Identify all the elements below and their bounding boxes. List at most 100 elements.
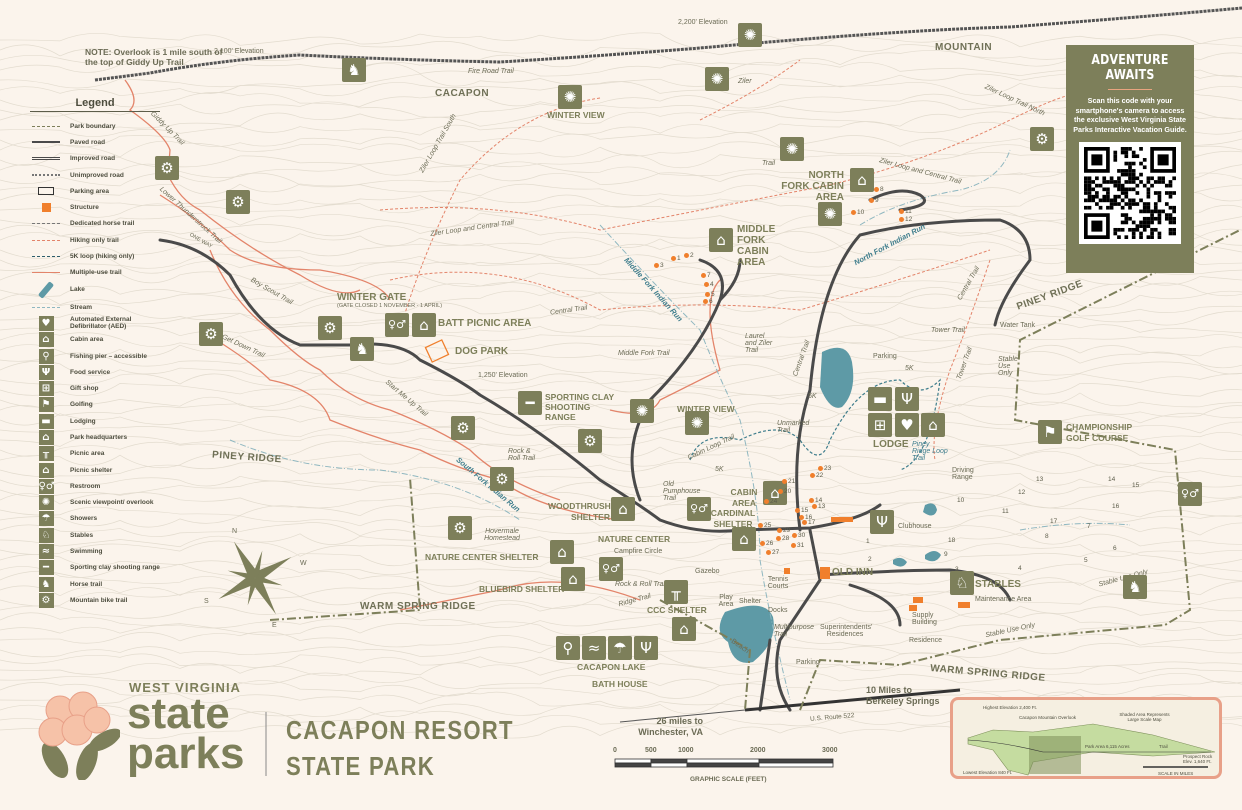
cabin-icon[interactable]: ⌂ [709, 228, 733, 252]
residence-label: Residence [909, 637, 943, 644]
picnic-shelter-icon[interactable]: ⌂ [672, 617, 696, 641]
food-icon[interactable]: Ψ [634, 636, 658, 660]
bike-icon[interactable]: ⚙ [318, 316, 342, 340]
headquarters-icon[interactable]: ⌂ [921, 413, 945, 437]
cabin-number: 20 [784, 488, 792, 495]
contour-line [0, 271, 1242, 289]
contour-line [0, 81, 1242, 97]
water-tank-label: Water Tank [1000, 322, 1036, 329]
restroom-icon[interactable]: ♀♂ [385, 313, 409, 337]
contour-line [0, 121, 1242, 137]
stables-label: STABLES [975, 579, 1021, 590]
shooting-icon[interactable]: ━ [518, 391, 542, 415]
inset-shaded-note: Shaded Area Represents Large Scale Map [1119, 712, 1170, 722]
scenic-icon[interactable]: ✺ [685, 411, 709, 435]
legend-item: Paved road [30, 134, 160, 150]
gift-shop-icon[interactable]: ⊞ [868, 413, 892, 437]
contour-line [0, 261, 1242, 279]
scenic-icon[interactable]: ✺ [780, 137, 804, 161]
scenic-icon[interactable]: ✺ [738, 23, 762, 47]
horse-icon[interactable]: ♞ [350, 337, 374, 361]
5k-label: 5K [905, 365, 914, 372]
restroom-icon[interactable]: ♀♂ [599, 557, 623, 581]
contour-line [0, 440, 1242, 458]
contour-line [0, 480, 1242, 499]
aed-icon[interactable]: ♥ [895, 413, 919, 437]
golf-hole-number: 9 [944, 551, 948, 558]
park-title-line2: STATE PARK [286, 751, 436, 781]
legend-item: Lake [30, 281, 160, 299]
food-icon[interactable]: Ψ [870, 510, 894, 534]
picnic-shelter-icon[interactable]: ⌂ [412, 313, 436, 337]
headquarters-icon: ⌂ [30, 429, 62, 445]
contour-line [0, 332, 1242, 350]
legend-item: ♥Automated External Defibrillator (AED) [30, 315, 160, 331]
restroom-icon[interactable]: ♀♂ [687, 497, 711, 521]
legend-item: 5K loop (hiking only) [30, 248, 160, 264]
ridge-label: WARM SPRING RIDGE [360, 601, 476, 612]
swimming-icon[interactable]: ≈ [582, 636, 606, 660]
lodging-icon[interactable]: ▬ [868, 387, 892, 411]
bike-icon[interactable]: ⚙ [199, 322, 223, 346]
restroom-icon[interactable]: ♀♂ [1178, 482, 1202, 506]
lodge-lake [820, 347, 854, 408]
picnic-shelter-icon[interactable]: ⌂ [732, 527, 756, 551]
picnic-shelter-icon[interactable]: ⌂ [561, 567, 585, 591]
contour-line [0, 680, 1242, 699]
swimming-icon: ≈ [30, 544, 62, 560]
bike-icon[interactable]: ⚙ [226, 190, 250, 214]
cabin-number: 30 [798, 532, 806, 539]
golf-icon[interactable]: ⚑ [1038, 420, 1062, 444]
golf-hole-number: 5 [1084, 557, 1088, 564]
promo-title: ADVENTURE AWAITS [1091, 53, 1169, 83]
scenic-icon[interactable]: ✺ [558, 85, 582, 109]
bike-icon[interactable]: ⚙ [578, 429, 602, 453]
legend-item: ⌂Picnic shelter [30, 462, 160, 478]
horse-icon[interactable]: ♞ [342, 58, 366, 82]
trail-label: Trail [762, 160, 776, 167]
contour-line [0, 652, 1242, 670]
bike-icon[interactable]: ⚙ [451, 416, 475, 440]
legend-item: ⌂Park headquarters [30, 429, 160, 445]
contour-line [0, 231, 1242, 248]
picnic-area-icon[interactable]: ╥ [664, 580, 688, 604]
contour-line [0, 621, 1242, 638]
golf-hole-number: 6 [1113, 545, 1117, 552]
stables-icon[interactable]: ♘ [950, 571, 974, 595]
contour-line [0, 512, 1242, 529]
bike-icon[interactable]: ⚙ [448, 516, 472, 540]
cabin-structure [704, 282, 709, 287]
compass-w: W [300, 560, 307, 567]
golf-hole-number: 16 [1112, 503, 1120, 510]
scenic-icon[interactable]: ✺ [705, 67, 729, 91]
showers-icon[interactable]: ☂ [608, 636, 632, 660]
cabin-icon[interactable]: ⌂ [850, 168, 874, 192]
fishing-icon[interactable]: ⚲ [556, 636, 580, 660]
qr-code[interactable] [1079, 142, 1181, 244]
picnic-shelter-icon[interactable]: ⌂ [611, 497, 635, 521]
trail-label: Stable Use Only [998, 356, 1018, 377]
trail-label: Multipurpose Trail [774, 624, 815, 638]
cabin-structure [851, 210, 856, 215]
contour-line [0, 462, 1242, 479]
picnic-shelter-icon[interactable]: ⌂ [550, 540, 574, 564]
winchester-label: 26 miles to Winchester, VA [638, 716, 703, 737]
contour-line [0, 563, 1242, 580]
horse-icon[interactable]: ♞ [1123, 575, 1147, 599]
legend-item-label: Park boundary [70, 122, 116, 130]
mountain-label: MOUNTAIN [935, 42, 993, 53]
food-icon[interactable]: Ψ [895, 387, 919, 411]
contour-line [0, 220, 1242, 239]
bike-icon[interactable]: ⚙ [155, 156, 179, 180]
cacapon-lake [719, 605, 774, 663]
scenic-icon[interactable]: ✺ [818, 202, 842, 226]
legend-item-label: Paved road [70, 138, 106, 146]
sporting-clay-label: SPORTING CLAY SHOOTING RANGE [545, 392, 614, 422]
trail-label: Rock & Roll Trail [615, 581, 667, 588]
bike-icon[interactable]: ⚙ [1030, 127, 1054, 151]
legend-item: ♘Stables [30, 527, 160, 543]
scenic-icon[interactable]: ✺ [630, 399, 654, 423]
compass-n: N [232, 528, 238, 535]
bike-icon[interactable]: ⚙ [490, 467, 514, 491]
bluebird-shelter-label: BLUEBIRD SHELTER [479, 584, 565, 594]
